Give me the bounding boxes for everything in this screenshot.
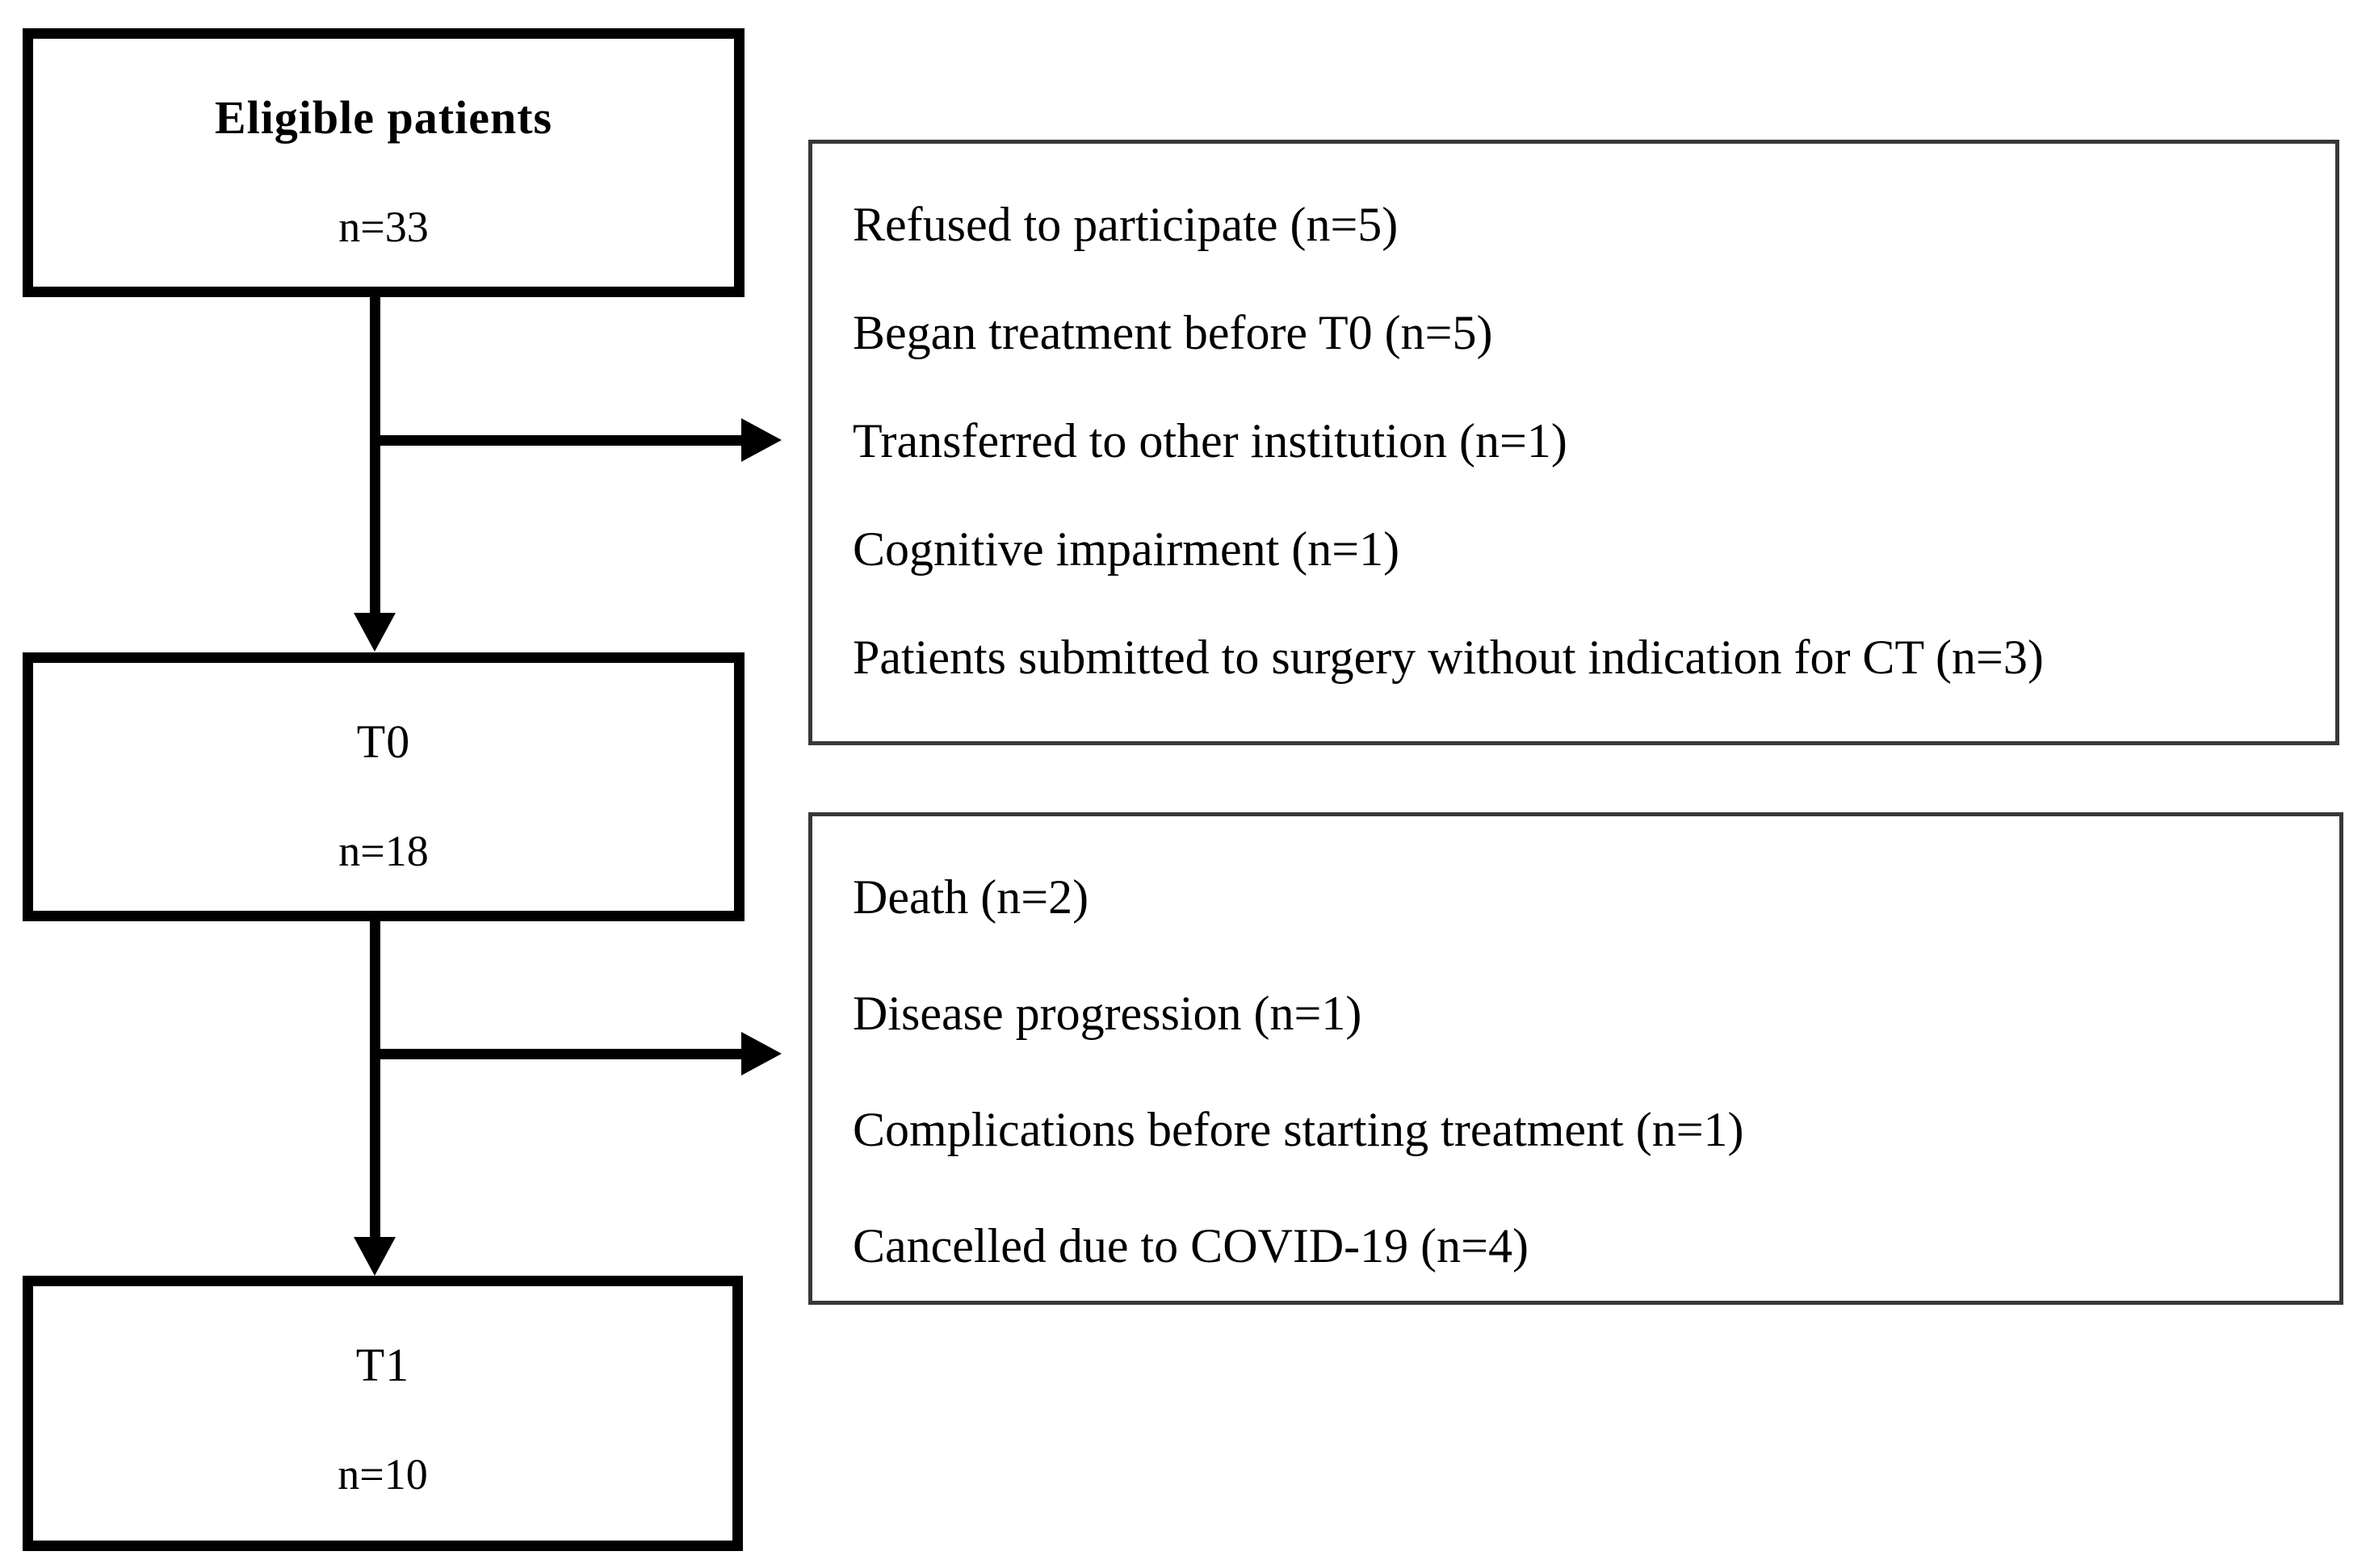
exclusion-item: Cancelled due to COVID-19 (n=4) bbox=[853, 1219, 1529, 1272]
exclusion-item: Complications before starting treatment … bbox=[853, 1103, 1744, 1156]
down-arrowhead-1 bbox=[354, 613, 396, 652]
flow-box-t1: T1 n=10 bbox=[23, 1276, 743, 1551]
flow-box-title: T0 bbox=[356, 715, 411, 768]
right-arrowhead-2 bbox=[741, 1032, 782, 1075]
flow-box-count: n=18 bbox=[338, 827, 429, 875]
exclusion-item: Death (n=2) bbox=[853, 870, 1089, 924]
connector-vertical-2 bbox=[370, 917, 380, 1242]
exclusion-item: Transferred to other institution (n=1) bbox=[853, 414, 1567, 467]
exclusion-item: Patients submitted to surgery without in… bbox=[853, 631, 2044, 684]
right-arrowhead-1 bbox=[741, 418, 782, 462]
branch-line-1 bbox=[370, 435, 743, 446]
exclusion-item: Disease progression (n=1) bbox=[853, 987, 1362, 1040]
exclusion-box-before-t0: Refused to participate (n=5) Began treat… bbox=[808, 140, 2339, 745]
flow-box-t0: T0 n=18 bbox=[23, 652, 745, 921]
exclusion-item: Began treatment before T0 (n=5) bbox=[853, 306, 1493, 359]
flow-box-count: n=33 bbox=[338, 203, 429, 251]
branch-line-2 bbox=[370, 1049, 743, 1059]
down-arrowhead-2 bbox=[354, 1237, 396, 1276]
flow-box-count: n=10 bbox=[338, 1450, 428, 1499]
flow-box-title: T1 bbox=[355, 1339, 410, 1391]
flow-box-eligible-patients: Eligible patients n=33 bbox=[23, 28, 745, 297]
exclusion-item: Cognitive impairment (n=1) bbox=[853, 522, 1400, 576]
exclusion-box-before-t1: Death (n=2) Disease progression (n=1) Co… bbox=[808, 812, 2343, 1305]
connector-vertical-1 bbox=[370, 292, 380, 617]
exclusion-item: Refused to participate (n=5) bbox=[853, 198, 1399, 251]
flow-box-title: Eligible patients bbox=[214, 91, 553, 144]
